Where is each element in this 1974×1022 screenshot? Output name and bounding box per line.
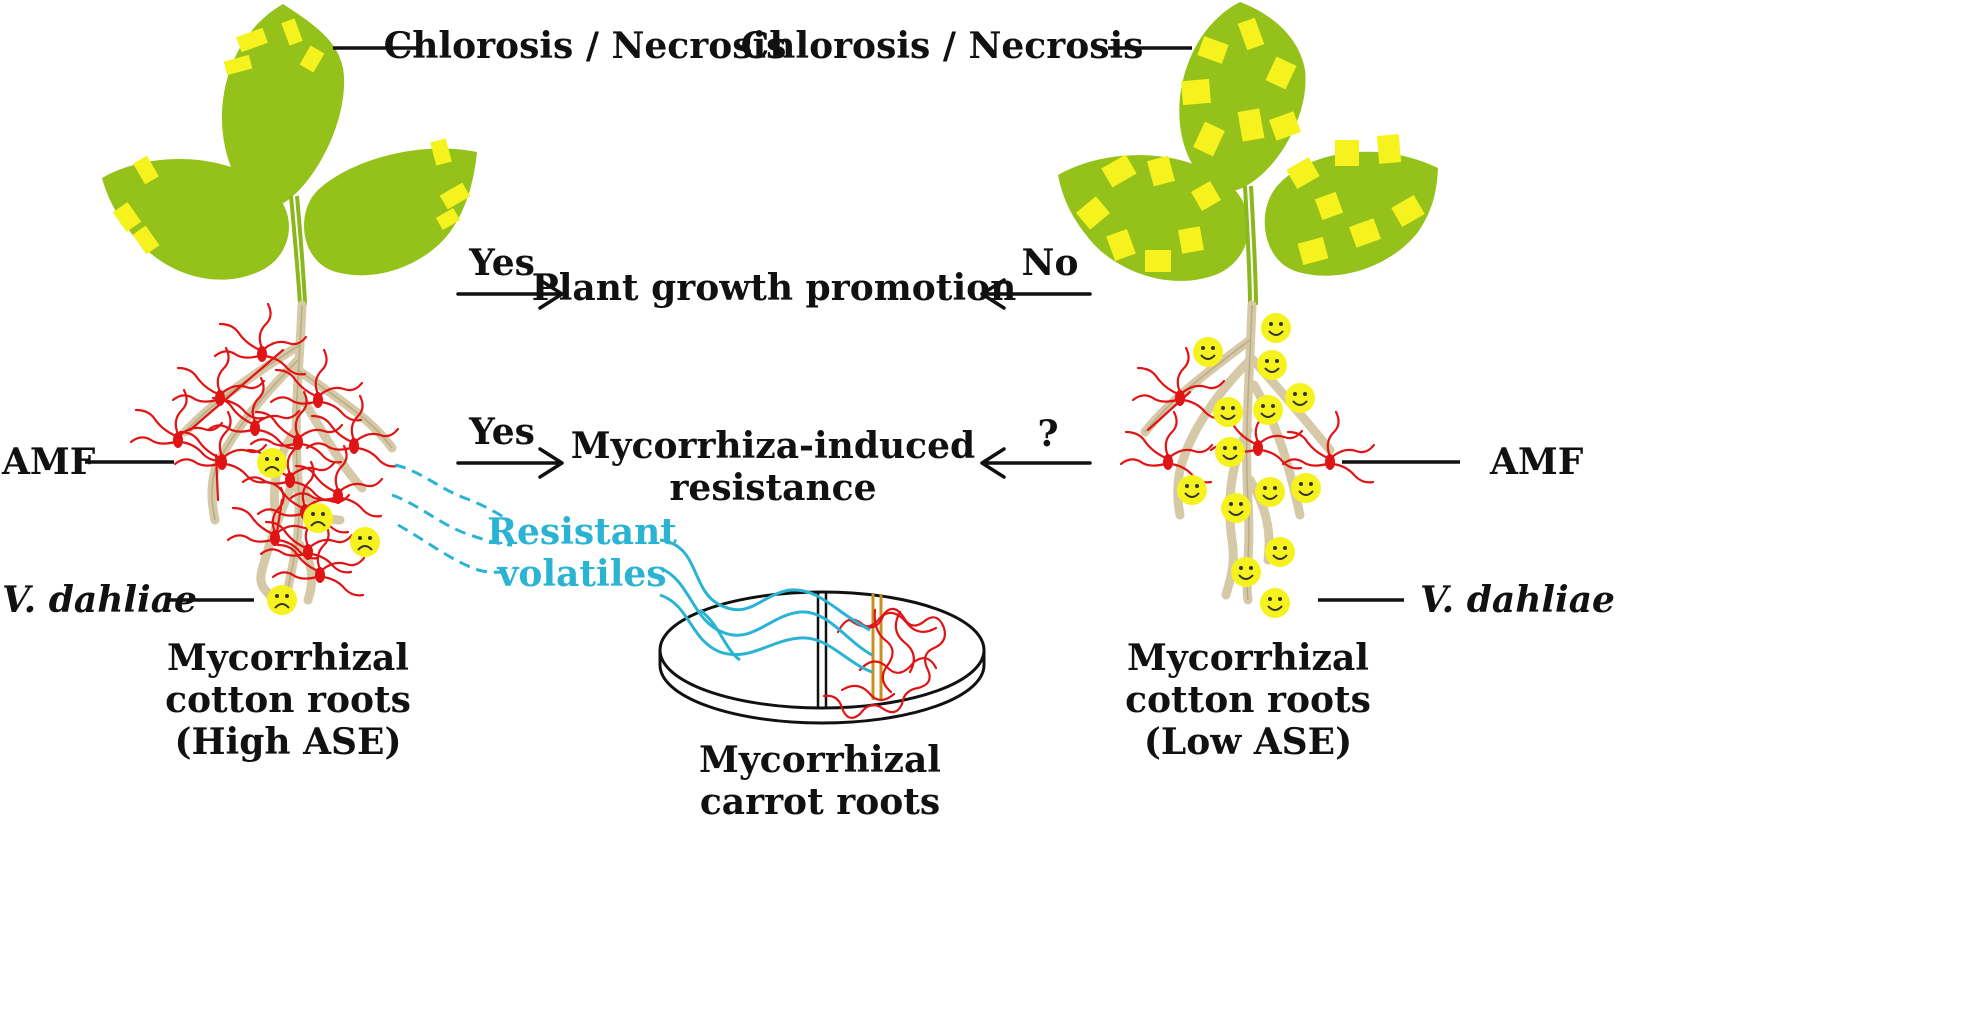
yes-growth-label: Yes xyxy=(468,242,535,284)
happy-face-icon xyxy=(1290,472,1322,504)
vdahliae-label-left: V. dahliae xyxy=(2,579,197,621)
arrow-question-mir xyxy=(980,447,1092,479)
sad-face-icon xyxy=(266,584,298,616)
right-amf-colonization xyxy=(1119,346,1376,484)
connector-lines xyxy=(85,46,1460,602)
chlorosis-label-left: Chlorosis / Necrosis xyxy=(384,25,787,67)
left-lesions xyxy=(112,18,471,255)
arrow-yes-mir xyxy=(456,447,564,479)
right-caption-line3: (Low ASE) xyxy=(1144,721,1352,763)
happy-face-icon xyxy=(1264,536,1296,568)
happy-face-icon xyxy=(1192,336,1224,368)
sad-face-icon xyxy=(302,502,334,534)
happy-face-icon xyxy=(1256,349,1288,381)
mir-label-line1: Mycorrhiza-induced xyxy=(571,425,975,467)
left-caption-line3: (High ASE) xyxy=(174,721,401,763)
happy-face-icon xyxy=(1254,476,1286,508)
happy-face-icon xyxy=(1214,436,1246,468)
yes-mir-label: Yes xyxy=(468,411,535,453)
arrow-yes-growth xyxy=(456,278,564,310)
vdahliae-label-right: V. dahliae xyxy=(1420,579,1615,621)
right-lesions xyxy=(1075,17,1425,272)
happy-face-icon xyxy=(1252,394,1284,426)
happy-face-icon xyxy=(1212,396,1244,428)
sad-face-icon xyxy=(349,526,381,558)
left-amf-colonization xyxy=(129,302,400,597)
left-caption-line2: cotton roots xyxy=(165,679,411,721)
amf-label-right: AMF xyxy=(1489,441,1584,483)
happy-face-icon xyxy=(1230,556,1262,588)
mir-label-line2: resistance xyxy=(669,467,876,509)
right-caption-line2: cotton roots xyxy=(1125,679,1371,721)
carrot-caption-line1: Mycorrhizal xyxy=(699,739,941,781)
chlorosis-label-right: Chlorosis / Necrosis xyxy=(741,25,1144,67)
left-plant xyxy=(102,4,477,616)
plant-growth-label: Plant growth promotion xyxy=(532,267,1017,309)
happy-face-icon xyxy=(1220,492,1252,524)
question-mir-label: ? xyxy=(1037,413,1058,455)
happy-face-icon xyxy=(1259,587,1291,619)
resistant-volatiles xyxy=(391,463,873,674)
petri-dish xyxy=(658,590,986,725)
volatiles-label-line2: volatiles xyxy=(496,553,666,595)
right-plant xyxy=(1058,2,1438,619)
left-caption-line1: Mycorrhizal xyxy=(167,637,409,679)
happy-face-icon xyxy=(1176,474,1208,506)
happy-face-icon xyxy=(1284,382,1316,414)
right-caption-line1: Mycorrhizal xyxy=(1127,637,1369,679)
left-side-leaf-2 xyxy=(304,148,477,276)
amf-label-left: AMF xyxy=(1,441,96,483)
no-growth-label: No xyxy=(1022,242,1079,284)
arrow-no-growth xyxy=(980,278,1092,310)
sad-face-icon xyxy=(256,447,288,479)
volatiles-label-line1: Resistant xyxy=(487,511,677,553)
happy-face-icon xyxy=(1260,312,1292,344)
carrot-caption-line2: carrot roots xyxy=(700,781,940,823)
